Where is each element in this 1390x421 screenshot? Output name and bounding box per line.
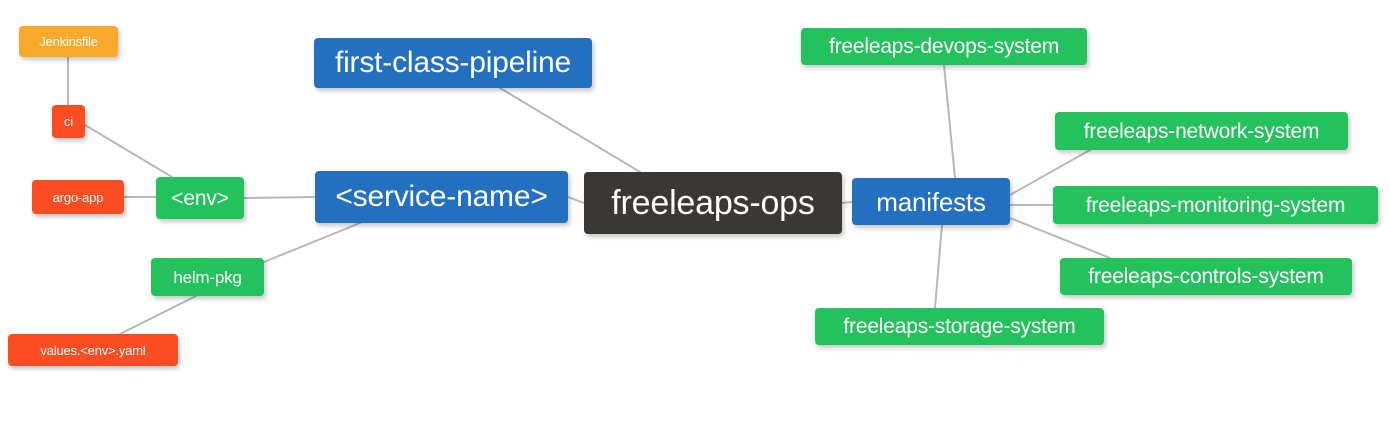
mindmap-node-argo-app[interactable]: argo-app — [32, 180, 124, 214]
edge-helm-pkg-to-values-env-yaml — [119, 295, 197, 335]
edge-manifests-to-freeleaps-devops-system — [943, 64, 956, 179]
mindmap-node-env[interactable]: <env> — [156, 177, 244, 219]
mindmap-node-freeleaps-network-system[interactable]: freeleaps-network-system — [1055, 112, 1348, 150]
mindmap-node-values-env-yaml[interactable]: values.<env>.yaml — [8, 334, 178, 366]
mindmap-node-service-name[interactable]: <service-name> — [315, 171, 568, 223]
mindmap-node-jenkinsfile[interactable]: Jenkinsfile — [19, 26, 118, 57]
edge-service-name-to-helm-pkg — [263, 222, 361, 263]
mindmap-node-helm-pkg[interactable]: helm-pkg — [151, 258, 264, 296]
mindmap-node-freeleaps-monitoring-system[interactable]: freeleaps-monitoring-system — [1053, 186, 1378, 224]
edge-freeleaps-ops-to-first-class-pipeline — [499, 87, 641, 173]
edge-manifests-to-freeleaps-controls-system — [1009, 217, 1111, 259]
edge-freeleaps-ops-to-service-name — [567, 196, 585, 204]
edge-freeleaps-ops-to-manifests — [841, 201, 853, 204]
mindmap-node-freeleaps-controls-system[interactable]: freeleaps-controls-system — [1060, 258, 1352, 295]
edge-manifests-to-freeleaps-storage-system — [934, 224, 943, 309]
edge-env-to-ci — [84, 124, 173, 178]
edge-service-name-to-env — [243, 196, 316, 199]
mindmap-node-freeleaps-devops-system[interactable]: freeleaps-devops-system — [801, 28, 1087, 65]
mindmap-node-freeleaps-storage-system[interactable]: freeleaps-storage-system — [815, 308, 1104, 345]
mindmap-node-freeleaps-ops[interactable]: freeleaps-ops — [584, 172, 842, 234]
mindmap-node-ci[interactable]: ci — [52, 105, 85, 138]
mindmap-node-first-class-pipeline[interactable]: first-class-pipeline — [314, 38, 592, 88]
mindmap-node-manifests[interactable]: manifests — [852, 178, 1010, 225]
